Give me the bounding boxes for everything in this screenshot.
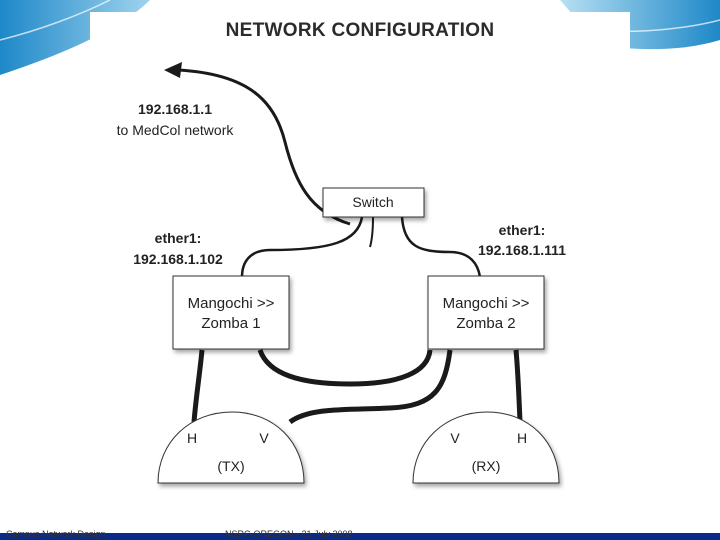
zomba2-iface-ip: 192.168.1.111	[478, 242, 566, 258]
cable-zomba2-tx-v	[288, 349, 453, 425]
rx-pol-left: V	[450, 430, 460, 446]
tx-antenna-dome	[157, 411, 305, 484]
uplink-arrow-icon	[164, 62, 182, 78]
switch-box	[322, 187, 425, 218]
diagram-panel: NETWORK CONFIGURATION Switch 192.168.1.1…	[90, 12, 630, 532]
tx-pol-right: V	[259, 430, 269, 446]
switch-label: Switch	[352, 194, 393, 210]
uplink-cable	[177, 68, 351, 226]
tx-antenna-label: (TX)	[217, 458, 244, 474]
network-diagram: Switch 192.168.1.1 to MedCol network eth…	[117, 62, 566, 484]
footer-bar	[0, 533, 720, 540]
footer-center-text: NSRC-OREGON - 21 July 2008	[225, 529, 353, 539]
cable-switch-zomba2	[400, 216, 482, 278]
rx-pol-right: H	[517, 430, 527, 446]
cable-switch-zomba1	[240, 216, 364, 278]
cable-zomba1-rx-v	[257, 349, 433, 387]
diagram-title: NETWORK CONFIGURATION	[225, 20, 495, 41]
rx-antenna-dome	[412, 411, 560, 484]
zomba1-box	[172, 275, 290, 350]
tx-pol-left: H	[187, 430, 197, 446]
rx-antenna-label: (RX)	[472, 458, 501, 474]
zomba2-iface-name: ether1:	[499, 222, 546, 238]
cable-zomba1-tx-h	[191, 349, 205, 423]
cable-zomba2-rx-h	[513, 349, 523, 423]
zomba2-box	[427, 275, 545, 350]
uplink-network-label: to MedCol network	[117, 122, 235, 138]
zomba1-iface-ip: 192.168.1.102	[133, 251, 223, 267]
uplink-ip: 192.168.1.1	[138, 101, 212, 117]
zomba1-line1: Mangochi >>	[188, 295, 275, 312]
zomba1-iface-name: ether1:	[155, 230, 202, 246]
footer-left-text: Campus Network Design	[6, 529, 106, 539]
zomba2-line2: Zomba 2	[456, 315, 515, 332]
zomba2-line1: Mangochi >>	[443, 295, 530, 312]
zomba1-line2: Zomba 1	[201, 315, 260, 332]
